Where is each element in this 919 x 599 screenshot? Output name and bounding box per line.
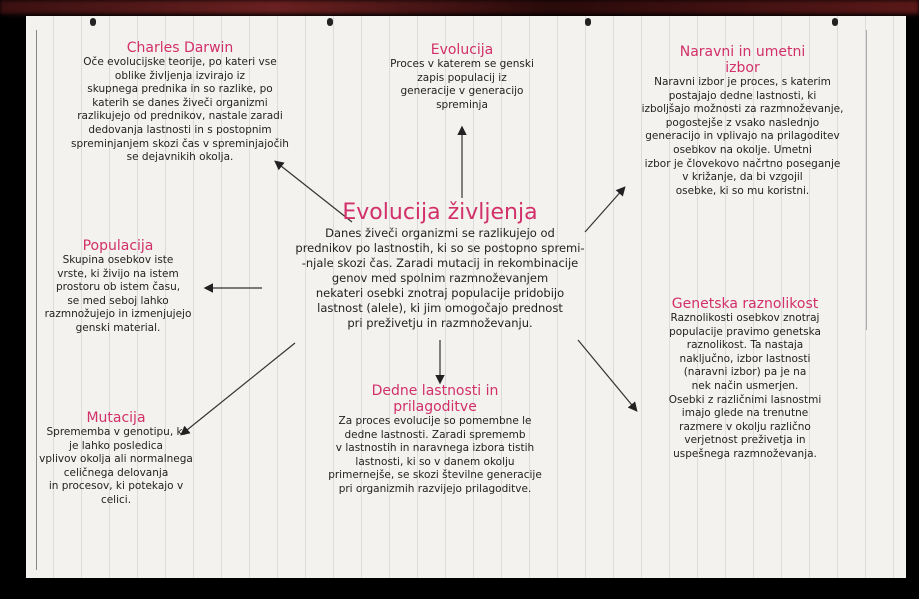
text-line: razmere v okolju različno [679, 420, 811, 433]
text-line: osebke, ki so mu koristni. [675, 184, 810, 197]
text-line: razmnožujejo in izmenjujejo [44, 308, 192, 321]
text-line: imajo glede na trenutne [681, 407, 809, 420]
text-line: pri preživetju in razmnoževanju. [347, 316, 533, 330]
text-line: nek način usmerjen. [691, 379, 799, 392]
binder-hole [832, 18, 838, 26]
text-line: osebkov na okolje. Umetni [673, 143, 812, 156]
text-line: Za proces evolucije so pomembne le [338, 415, 532, 427]
text-line: izbor je človekovo načrtno poseganje [644, 157, 841, 170]
text-line: dedovanja lastnosti in s postopnim [88, 123, 272, 136]
text-line: naključno, izbor lastnosti [679, 352, 811, 365]
arrow-to-darwin [274, 160, 353, 223]
text-line: lastnost (alele), ki jim omogočajo predn… [317, 301, 563, 315]
text-line: celičnega delovanja [63, 466, 169, 479]
text-line: Osebki z različnimi lasnostmi [668, 393, 822, 406]
text-line: Naravni izbor je proces, s katerim [654, 76, 831, 88]
arrow-to-genetska [577, 339, 638, 412]
text-line: zapis populacij iz [417, 71, 507, 84]
evolucija-title: Evolucija [430, 42, 494, 58]
genetska-title: Genetska raznolikost [671, 296, 819, 312]
text-line: lastnosti, ki so v danem okolju [355, 455, 515, 468]
text-line: oblike življenja izvirajo iz [114, 69, 246, 82]
text-line: -njale skozi čas. Zaradi mutacij in reko… [301, 256, 579, 270]
text-line: nekateri osebki znotraj populacije prido… [315, 286, 565, 300]
text-line: Raznolikosti osebkov znotraj [670, 312, 820, 324]
text-line: postajajo dedne lastnosti, ki [668, 89, 817, 102]
text-line: se med seboj lahko [67, 294, 169, 307]
text-line: katerih se danes živeči organizmi [92, 96, 268, 109]
text-line: Proces v katerem se genski [390, 58, 534, 70]
text-line: genov med spolnim razmnoževanjem [331, 271, 549, 285]
mutacija-title: Mutacija [86, 410, 146, 426]
darwin-title: Charles Darwin [126, 40, 234, 56]
text-line: verjetnost preživetja in [684, 434, 806, 447]
text-line: Danes živeči organizmi se razlikujejo od [325, 226, 555, 240]
text-line: populacije pravimo genetska [669, 325, 821, 338]
text-line: skupnega prednika in so razlike, po [87, 83, 273, 96]
text-line: generacijo in vplivajo na prilagoditev [645, 130, 840, 143]
text-line: vrste, ki živijo na istem [57, 267, 179, 280]
text-line: celici. [100, 493, 132, 506]
text-line: razlikujejo od prednikov, nastale zaradi [77, 110, 283, 123]
notebook-page [26, 16, 906, 578]
text-line: generacije v generacijo [400, 85, 524, 98]
binder-hole [327, 18, 333, 26]
text-line: Oče evolucijske teorije, po kateri vse [83, 56, 277, 68]
text-line: in procesov, ki potekajo v [48, 480, 184, 493]
text-line: spreminjanjem skozi čas v spreminjajočih [71, 137, 289, 150]
text-line: vplivov okolja ali normalnega [39, 453, 193, 466]
text-line: pogostejše z vsako naslednjo [665, 116, 820, 129]
text-line: uspešnega razmnoževanja. [673, 447, 817, 460]
populacija-title: Populacija [82, 238, 154, 254]
dedne-title: Dedne lastnosti in prilagoditve [371, 383, 499, 415]
binder-hole [90, 18, 96, 26]
text-line: je lahko posledica [69, 439, 163, 452]
text-line: v lastnostih in naravnega izbora tistih [335, 442, 535, 455]
text-line: pri organizmih razvijejo prilagoditve. [338, 482, 532, 495]
text-line: Skupina osebkov iste [62, 254, 174, 266]
arrow-to-izbor [584, 186, 626, 233]
text-line: genski material. [75, 321, 161, 334]
right-margin-line [866, 30, 867, 330]
text-line: izboljšajo možnosti za razmnoževanje, [641, 103, 844, 116]
izbor-title: Naravni in umetni izbor [679, 44, 806, 76]
text-line: spreminja [436, 98, 488, 111]
text-line: prednikov po lastnostih, ki so se postop… [295, 241, 585, 255]
text-line: raznolikost. Ta nastaja [686, 339, 804, 352]
text-line: dedne lastnosti. Zaradi sprememb [344, 428, 526, 441]
text-line: prostoru ob istem času, [55, 281, 181, 294]
text-line: Sprememba v genotipu, ki [46, 426, 186, 438]
text-line: (naravni izbor) pa je na [683, 366, 807, 379]
text-line: v križanje, da bi vzgojil [682, 171, 803, 184]
arrow-to-mutacija [180, 342, 296, 436]
text-line: primernejše, se skozi številne generacij… [328, 469, 542, 482]
margin-line [36, 30, 37, 570]
center-title: Evolucija življenja [342, 200, 538, 225]
binder-hole [585, 18, 591, 26]
photo-top-edge [0, 0, 919, 14]
text-line: se dejavnikih okolja. [126, 151, 234, 164]
